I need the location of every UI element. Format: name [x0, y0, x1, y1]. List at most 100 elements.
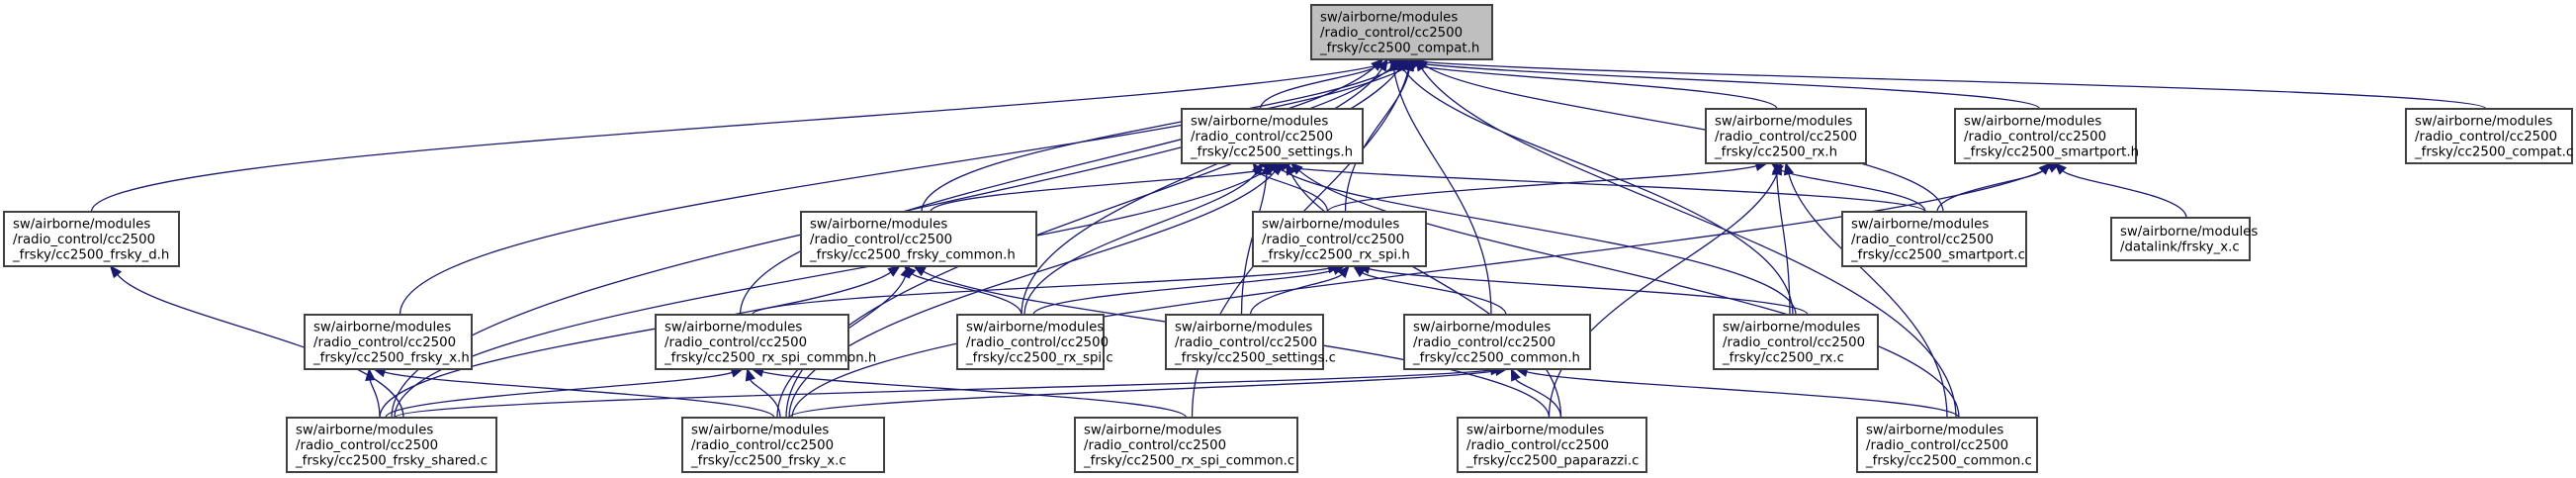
- arrowhead-icon: [1289, 162, 1303, 175]
- node-label-line: /radio_control/cc2500: [1851, 233, 1994, 247]
- edge-common_c-to-settings_h: [1289, 162, 1960, 419]
- edge-line: [117, 274, 404, 419]
- node-box: [1181, 108, 1364, 164]
- edge-line: [761, 371, 1188, 419]
- node-label-line: sw/airborne/modules: [296, 423, 433, 437]
- edge-common_c-to-common_h: [1514, 366, 1960, 419]
- node-label-line: sw/airborne/modules: [691, 423, 829, 437]
- node-box: [3, 211, 180, 267]
- node-label-line: _frsky/cc2500_paparazzi.c: [1466, 453, 1639, 468]
- node-datalink-frsky-x-c[interactable]: sw/airborne/modules/datalink/frsky_x.c: [2110, 217, 2258, 261]
- node-label-line: /radio_control/cc2500: [1084, 438, 1226, 453]
- node-label-line: /radio_control/cc2500: [1715, 130, 1857, 144]
- node-label-line: _frsky/cc2500_rx_spi_common.h: [664, 350, 876, 365]
- node-frsky-x-h[interactable]: sw/airborne/modules/radio_control/cc2500…: [304, 314, 473, 370]
- node-frsky-d-h[interactable]: sw/airborne/modules/radio_control/cc2500…: [3, 211, 180, 267]
- edge-line: [1362, 271, 1507, 316]
- node-label-line: sw/airborne/modules: [1866, 423, 2003, 437]
- node-label-line: sw/airborne/modules: [313, 320, 451, 335]
- arrowhead-icon: [1510, 367, 1521, 382]
- node-label-line: _frsky/cc2500_frsky_d.h: [12, 247, 169, 262]
- node-rx-spi-common-h[interactable]: sw/airborne/modules/radio_control/cc2500…: [655, 314, 876, 370]
- edge-line: [1402, 67, 1794, 316]
- node-rx-spi-c[interactable]: sw/airborne/modules/radio_control/cc2500…: [956, 314, 1113, 370]
- node-label-line: sw/airborne/modules: [810, 217, 947, 232]
- edge-rx_spi_c-to-rx_spi_h: [1032, 265, 1346, 316]
- arrowhead-icon: [1403, 57, 1414, 72]
- edge-rx_spi_c-to-settings_h: [1023, 161, 1264, 316]
- edge-smartport_c-to-smartport_h: [1936, 162, 2052, 213]
- edge-common_c-to-rx_h: [1783, 161, 1948, 419]
- edge-rx_c-to-rx_h: [1771, 161, 1791, 316]
- node-label-line: /radio_control/cc2500: [1413, 335, 1555, 350]
- edge-frsky_shared_c-to-frsky_common_h: [379, 265, 901, 419]
- node-label-line: /radio_control/cc2500: [1466, 438, 1609, 453]
- node-frsky-x-c[interactable]: sw/airborne/modules/radio_control/cc2500…: [681, 417, 885, 473]
- arrowhead-icon: [1337, 265, 1350, 279]
- node-paparazzi-c[interactable]: sw/airborne/modules/radio_control/cc2500…: [1457, 417, 1647, 473]
- edge-line: [1281, 168, 1797, 316]
- node-frsky-shared-c[interactable]: sw/airborne/modules/radio_control/cc2500…: [286, 417, 497, 473]
- node-label-line: /radio_control/cc2500: [313, 335, 456, 350]
- node-compat-c[interactable]: sw/airborne/modules/radio_control/cc2500…: [2405, 108, 2573, 164]
- edge-common_h-to-compat_h: [1388, 57, 1492, 316]
- node-common-h[interactable]: sw/airborne/modules/radio_control/cc2500…: [1403, 314, 1591, 370]
- edge-line: [1258, 171, 1329, 213]
- node-settings-h[interactable]: sw/airborne/modules/radio_control/cc2500…: [1181, 108, 1364, 164]
- node-label-line: _frsky/cc2500_rx_spi.h: [1261, 247, 1410, 262]
- node-rx-c[interactable]: sw/airborne/modules/radio_control/cc2500…: [1713, 314, 1879, 370]
- edge-compat_c-to-compat_h: [1395, 54, 2487, 110]
- edge-line: [90, 61, 1392, 213]
- node-box: [1954, 108, 2137, 164]
- arrowhead-icon: [1286, 161, 1296, 176]
- node-label-line: sw/airborne/modules: [1191, 114, 1328, 129]
- node-label-line: /radio_control/cc2500: [1866, 438, 2008, 453]
- node-label-line: _frsky/cc2500_compat.h: [1319, 41, 1479, 55]
- edge-line: [1526, 371, 1960, 419]
- node-settings-c[interactable]: sw/airborne/modules/radio_control/cc2500…: [1165, 314, 1336, 370]
- arrowhead-icon: [1377, 57, 1388, 72]
- node-label-line: /radio_control/cc2500: [13, 233, 155, 247]
- edge-settings_c-to-rx_spi_h: [1249, 265, 1350, 316]
- node-box: [1713, 314, 1879, 370]
- node-box: [956, 314, 1105, 370]
- node-common-c[interactable]: sw/airborne/modules/radio_control/cc2500…: [1856, 417, 2038, 473]
- edge-frsky_shared_c-to-frsky_x_h: [365, 367, 381, 419]
- arrowhead-icon: [1395, 57, 1408, 72]
- node-frsky-common-h[interactable]: sw/airborne/modules/radio_control/cc2500…: [800, 211, 1037, 267]
- node-label-line: _frsky/cc2500_smartport.c: [1850, 247, 2025, 262]
- edge-line: [1298, 169, 1960, 419]
- arrowhead-icon: [365, 367, 376, 381]
- node-label-line: /radio_control/cc2500: [1262, 233, 1404, 247]
- arrowhead-icon: [1783, 161, 1795, 176]
- edge-line: [921, 64, 1398, 213]
- edge-frsky_x_c-to-rx_spi_common_h: [745, 367, 781, 419]
- edge-line: [384, 371, 775, 419]
- edge-line: [1421, 67, 1957, 419]
- edge-rx_spi_h-to-rx_h: [1326, 160, 1769, 213]
- node-rx-spi-h[interactable]: sw/airborne/modules/radio_control/cc2500…: [1252, 211, 1427, 267]
- edge-line: [399, 63, 1412, 316]
- node-box: [800, 211, 1037, 267]
- node-box: [1165, 314, 1324, 370]
- edge-line: [1407, 59, 2487, 110]
- node-rx-spi-common-c[interactable]: sw/airborne/modules/radio_control/cc2500…: [1074, 417, 1298, 473]
- node-box: [1705, 108, 1867, 164]
- node-box: [655, 314, 849, 370]
- node-label-line: _frsky/cc2500_compat.c: [2414, 144, 2573, 159]
- edge-line: [394, 168, 1269, 419]
- edge-line: [1249, 273, 1343, 316]
- node-label-line: sw/airborne/modules: [2415, 114, 2552, 129]
- edge-frsky_x_c-to-smartport_h: [791, 162, 2062, 419]
- edge-line: [369, 379, 381, 419]
- node-box: [2405, 108, 2573, 164]
- node-label-line: /radio_control/cc2500: [296, 438, 438, 453]
- node-rx-h[interactable]: sw/airborne/modules/radio_control/cc2500…: [1705, 108, 1867, 164]
- edge-line: [1268, 164, 1926, 213]
- node-smartport-c[interactable]: sw/airborne/modules/radio_control/cc2500…: [1841, 211, 2027, 267]
- node-smartport-h[interactable]: sw/airborne/modules/radio_control/cc2500…: [1954, 108, 2139, 164]
- node-box: [1841, 211, 2027, 267]
- edge-line: [379, 271, 892, 419]
- node-label-line: _frsky/cc2500_rx.c: [1722, 350, 1844, 365]
- edge-frsky_shared_c-to-common_h: [394, 364, 1504, 419]
